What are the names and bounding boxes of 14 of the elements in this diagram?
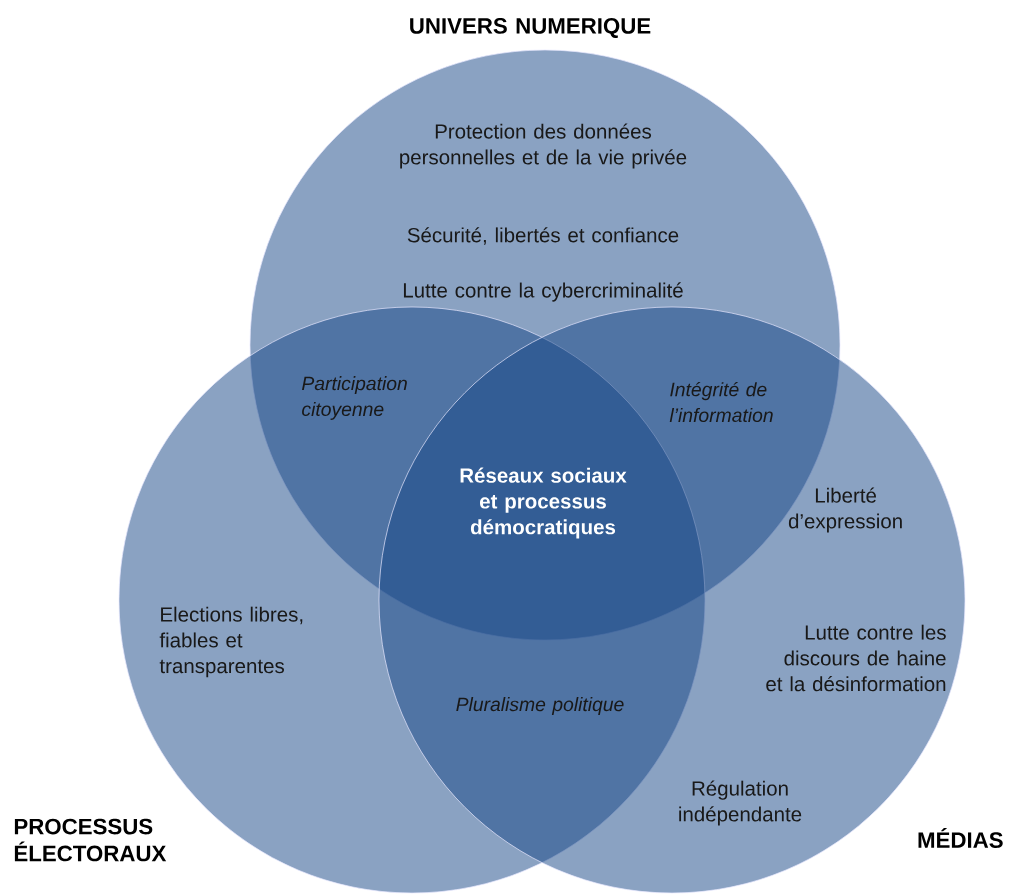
topic-text: Régulation indépendante	[679, 780, 802, 826]
topic-text: Protection des données personnelles et de la vie privée	[400, 123, 687, 169]
topic-text: Elections libres, fiables et transparentes	[159, 606, 303, 678]
circle-heading: UNIVERS NUMERIQUE	[410, 18, 651, 38]
circle-heading: PROCESSUS ÉLECTORAUX	[14, 818, 167, 862]
topic-text: Lutte contre la cybercriminalité	[403, 282, 683, 302]
overlap-text: Participation citoyenne	[302, 376, 407, 420]
core-text: Réseaux sociaux et processus démocratiques	[460, 467, 627, 539]
circle-heading: MÉDIAS	[918, 828, 1003, 848]
topic-text: Lutte contre les discours de haine et la désinformation	[766, 624, 946, 692]
overlap-text: Intégrité de l’information	[669, 381, 773, 423]
topic-text: Liberté d’expression	[788, 487, 902, 533]
topic-text: Sécurité, libertés et confiance	[407, 227, 679, 245]
overlap-text: Pluralisme politique	[456, 697, 624, 715]
